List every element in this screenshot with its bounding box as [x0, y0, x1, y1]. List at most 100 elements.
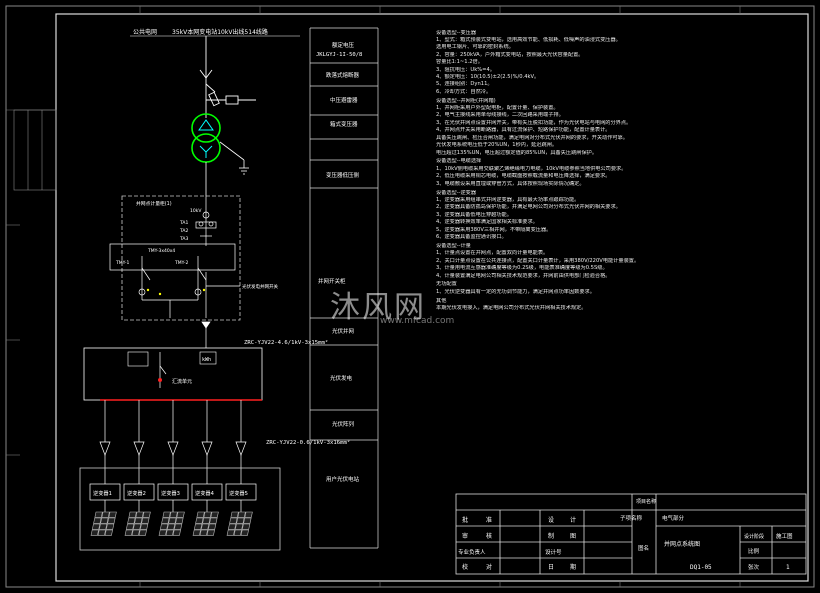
notes-line: 光伏发电系统电压低于20%UN，1秒内，延迟跳闸。 [436, 142, 558, 149]
solar-cell [161, 517, 170, 524]
meter-display-text: kWh [202, 357, 211, 363]
tb-sheet-value: 1 [786, 564, 790, 571]
tb-r0c3: 计 [570, 516, 576, 524]
solar-cell [241, 523, 251, 530]
solar-cell [139, 523, 149, 530]
solar-cell [107, 517, 116, 524]
notes-line: 4、额定电压：10(10.5)±2(2.5)%/0.4kV。 [436, 73, 540, 80]
tb-r0c1: 准 [486, 516, 492, 524]
transformer-symbol [191, 113, 221, 163]
solar-cell [195, 517, 204, 524]
inverter-label: 逆变器1 [93, 489, 112, 497]
combiner-box [83, 347, 263, 401]
fuse-triangle [99, 441, 111, 456]
solar-cell [229, 517, 238, 524]
tb-drawing-no: DQ1-05 [690, 564, 712, 571]
solar-cell [166, 523, 176, 530]
solar-cell [134, 517, 143, 524]
notes-section-title: 设备选型--电缆选择 [436, 158, 482, 165]
solar-cell [141, 517, 150, 524]
station-title: 并网点计量柜(1) [136, 200, 172, 207]
cable-upper: ZRC-YJV22-4.6/1kV-3x15mm² [244, 339, 328, 346]
solar-cell [168, 517, 177, 524]
solar-cell [234, 523, 244, 530]
notes-line: 1、并网柜采用户外型配电柜，配置计量、保护装置。 [436, 105, 559, 112]
notes-line: 1、10kV侧电缆采用交联聚乙烯绝缘电力电缆，10kV电缆参照当地供电公司要求。 [436, 165, 627, 172]
notes-line: 容量比1:1~1.2倍。 [436, 59, 483, 66]
solar-cell [100, 517, 109, 524]
tb-r3c3: 期 [570, 563, 576, 571]
solar-cell [243, 517, 252, 524]
fuse-triangle [167, 441, 179, 456]
solar-cell [192, 529, 201, 536]
meter-label-0: 10kV [190, 208, 202, 214]
solar-cell [233, 529, 242, 536]
inverter-label: 逆变器5 [229, 489, 248, 497]
solar-cell [124, 529, 133, 536]
tb-r2c2: 设计号 [545, 548, 562, 556]
right-side-label-1: 光伏并网 [332, 327, 355, 335]
solar-cell [196, 511, 205, 518]
solar-cell [206, 529, 215, 536]
solar-cell [207, 523, 217, 530]
yellow-markers [146, 288, 206, 296]
inverter-label: 逆变器4 [195, 489, 215, 497]
notes-line: 3、计量用电流互感器准确度等级为0.2S级，电能表准确度等级为0.5S级。 [436, 265, 608, 272]
inner-label-1: TMY-2 [174, 260, 188, 266]
label-grid: 公共电网 [133, 28, 157, 36]
tb-subproject-label: 子项名称 [620, 514, 643, 522]
solar-cell [209, 517, 218, 524]
right-side-label-0: 并网开关柜 [318, 277, 346, 285]
solar-cell [101, 511, 110, 518]
solar-cell [210, 511, 219, 518]
notes-line: 2、逆变器具备防孤岛保护功能，并满足电网公司对分布式光伏并网的相关要求。 [436, 204, 621, 211]
solar-cell [127, 517, 136, 524]
fuse-triangle [235, 441, 247, 456]
notes-line: 4、并网点开关采用断路器，具有过流保护、短路保护功能，配置计量表计。 [436, 127, 611, 134]
right-side-label-3: 光伏阵列 [332, 420, 355, 428]
right-label-0: 额定电压 [332, 41, 355, 49]
inner-frame [55, 13, 809, 582]
notes-line: 6、冷却方式：自然冷。 [436, 88, 492, 95]
notes-section-title: 设备选型--计量 [436, 242, 471, 249]
right-label-column [309, 27, 379, 549]
tb-stage-value: 施工图 [776, 532, 793, 540]
combiner-label: 汇流单元 [172, 378, 192, 385]
solar-panel-icon [226, 511, 253, 536]
solar-cell [142, 511, 151, 518]
solar-cell [230, 511, 239, 518]
tb-r1c2: 制 [548, 532, 554, 540]
solar-cell [128, 511, 137, 518]
tb-r1c1: 核 [486, 532, 492, 540]
fuse-triangle [133, 441, 145, 456]
combiner-internals [158, 352, 167, 388]
notes-line: 1、计量点设置在并网点，配置双向计量电能表。 [436, 250, 549, 257]
fuse-triangle [201, 441, 213, 456]
notes-section-title: 其他 [436, 297, 447, 304]
solar-cell [172, 529, 181, 536]
title-block-frame [455, 493, 807, 575]
notes-line: 6、逆变器具备监控通讯接口。 [436, 233, 507, 240]
binding-strip [13, 109, 57, 191]
mid-label-0: 光伏发电并网开关 [242, 283, 278, 290]
solar-cell [203, 511, 212, 518]
right-label-1: JKLGYJ-1I-50/8 [316, 52, 362, 58]
solar-cell [237, 511, 246, 518]
solar-cell [162, 511, 171, 518]
solar-cell [193, 523, 203, 530]
notes-section-title: 无功配置 [436, 281, 457, 288]
breaker-branches [138, 256, 240, 348]
tb-r1c3: 图 [570, 533, 576, 540]
notes-line: 3、逆变器具备低电压穿越功能。 [436, 211, 512, 218]
meter-display [199, 351, 217, 365]
notes-line: 2、电气主接线采用单母线接线，二次回路采用端子排。 [436, 112, 564, 119]
right-label-5: 变压器低压侧 [326, 171, 360, 179]
right-label-3: 中压避雷器 [330, 96, 358, 104]
solar-cell [125, 523, 135, 530]
solar-panel-icon [158, 511, 185, 536]
solar-cell [98, 523, 108, 530]
solar-cell [169, 511, 178, 518]
